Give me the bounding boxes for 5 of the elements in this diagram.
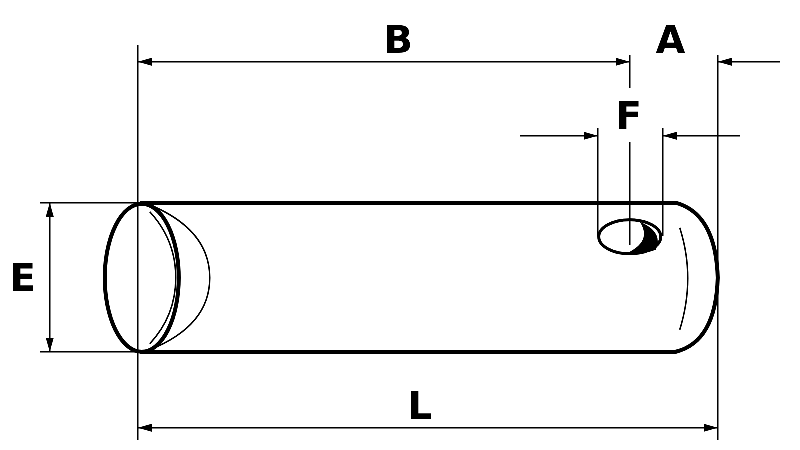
dimension-label: A xyxy=(656,20,686,60)
dimension-label: B xyxy=(384,20,413,60)
dimension-label: F xyxy=(616,96,642,136)
dimension-label: E xyxy=(10,258,36,298)
dimension-label: L xyxy=(408,386,432,426)
